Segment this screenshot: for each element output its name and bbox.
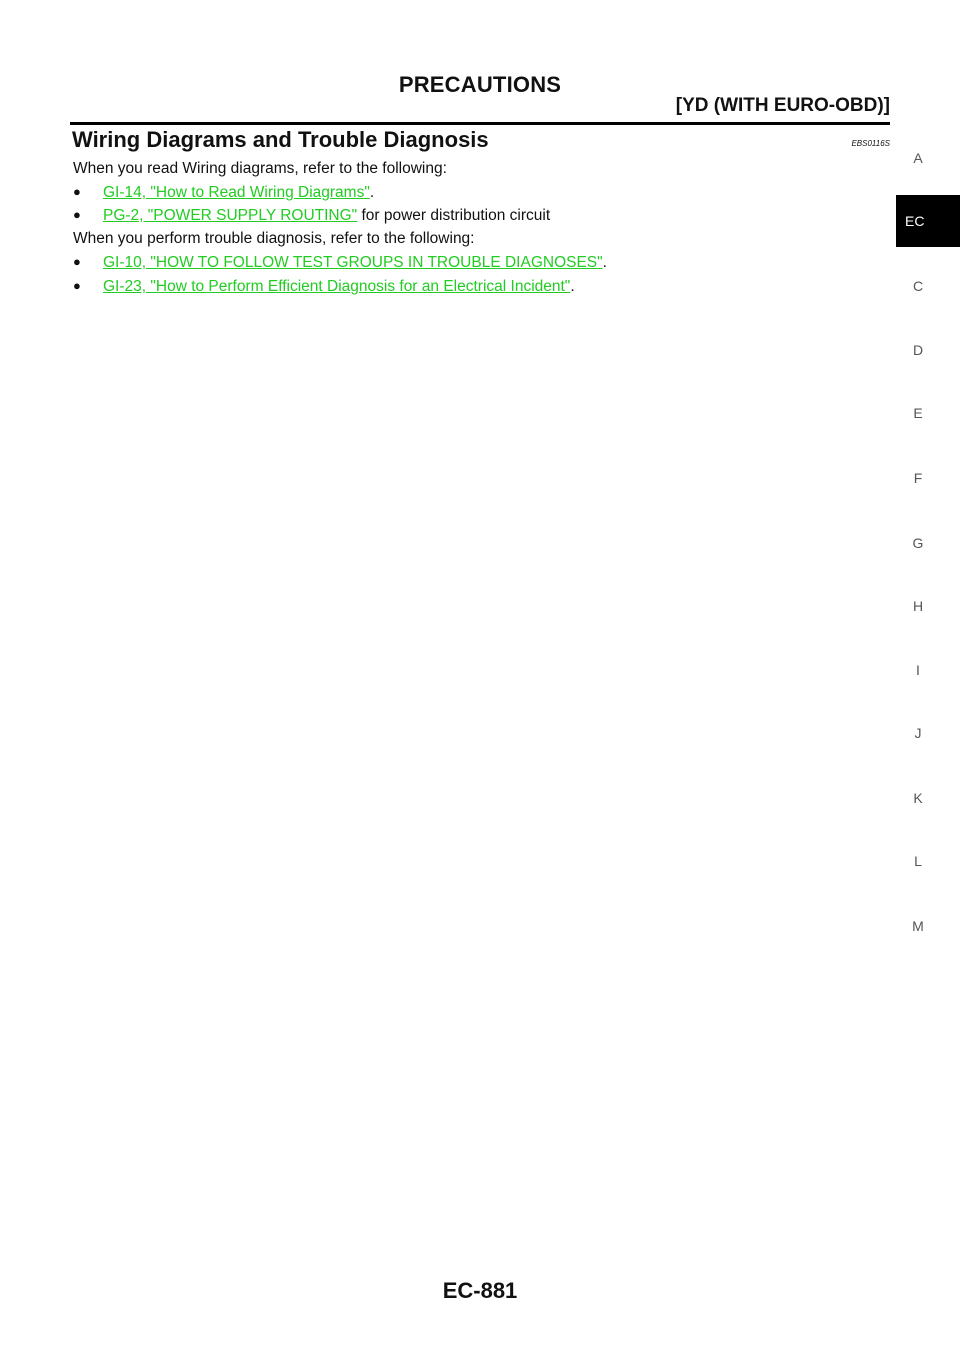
- page-title: PRECAUTIONS: [398, 72, 562, 97]
- index-tab-h[interactable]: H: [912, 598, 924, 614]
- ref-link-power-supply-routing[interactable]: PG-2, "POWER SUPPLY ROUTING": [103, 207, 358, 224]
- bullet-icon: ●: [73, 184, 81, 199]
- header-divider: [70, 122, 890, 125]
- index-tab-g[interactable]: G: [912, 535, 924, 551]
- index-tab-d[interactable]: D: [912, 342, 924, 358]
- intro-read-text: When you read Wiring diagrams, refer to …: [73, 160, 447, 177]
- index-tab-c[interactable]: C: [912, 278, 924, 294]
- intro-diag-text: When you perform trouble diagnosis, refe…: [73, 230, 475, 247]
- bullet-icon: ●: [73, 278, 81, 293]
- index-tab-m[interactable]: M: [912, 918, 924, 934]
- section-title: Wiring Diagrams and Trouble Diagnosis: [72, 127, 489, 152]
- index-tab-k[interactable]: K: [913, 790, 923, 806]
- list-item: ● PG-2, "POWER SUPPLY ROUTING" for power …: [73, 207, 550, 225]
- item-suffix: for power distribution circuit: [357, 207, 551, 224]
- index-tab-a[interactable]: A: [913, 150, 923, 166]
- item-suffix: .: [602, 254, 607, 271]
- ref-link-efficient-diagnosis[interactable]: GI-23, "How to Perform Efficient Diagnos…: [103, 278, 571, 295]
- side-index: A EC C D E F G H I J K L M: [896, 0, 960, 1358]
- index-tab-f[interactable]: F: [913, 470, 923, 486]
- page-number: EC-881: [442, 1278, 518, 1303]
- list-item: ● GI-14, "How to Read Wiring Diagrams".: [73, 184, 374, 202]
- item-suffix: .: [570, 278, 575, 295]
- ref-link-how-to-follow-test-groups[interactable]: GI-10, "HOW TO FOLLOW TEST GROUPS IN TRO…: [103, 254, 603, 271]
- item-suffix: .: [369, 184, 375, 201]
- index-tab-l[interactable]: L: [914, 853, 922, 869]
- section-code: EBS0116S: [851, 139, 890, 148]
- index-tab-i[interactable]: I: [916, 662, 920, 678]
- ref-link-how-to-read-wiring-diagrams[interactable]: GI-14, "How to Read Wiring Diagrams": [103, 184, 370, 201]
- page-subtitle: [YD (WITH EURO-OBD)]: [675, 95, 890, 116]
- bullet-icon: ●: [73, 254, 81, 269]
- list-item: ● GI-23, "How to Perform Efficient Diagno…: [73, 278, 575, 296]
- index-tab-e[interactable]: E: [913, 405, 923, 421]
- bullet-icon: ●: [73, 207, 81, 222]
- index-tab-ec-active[interactable]: EC: [896, 195, 960, 247]
- index-tab-j[interactable]: J: [914, 725, 922, 741]
- list-item: ● GI-10, "HOW TO FOLLOW TEST GROUPS IN TR…: [73, 254, 607, 272]
